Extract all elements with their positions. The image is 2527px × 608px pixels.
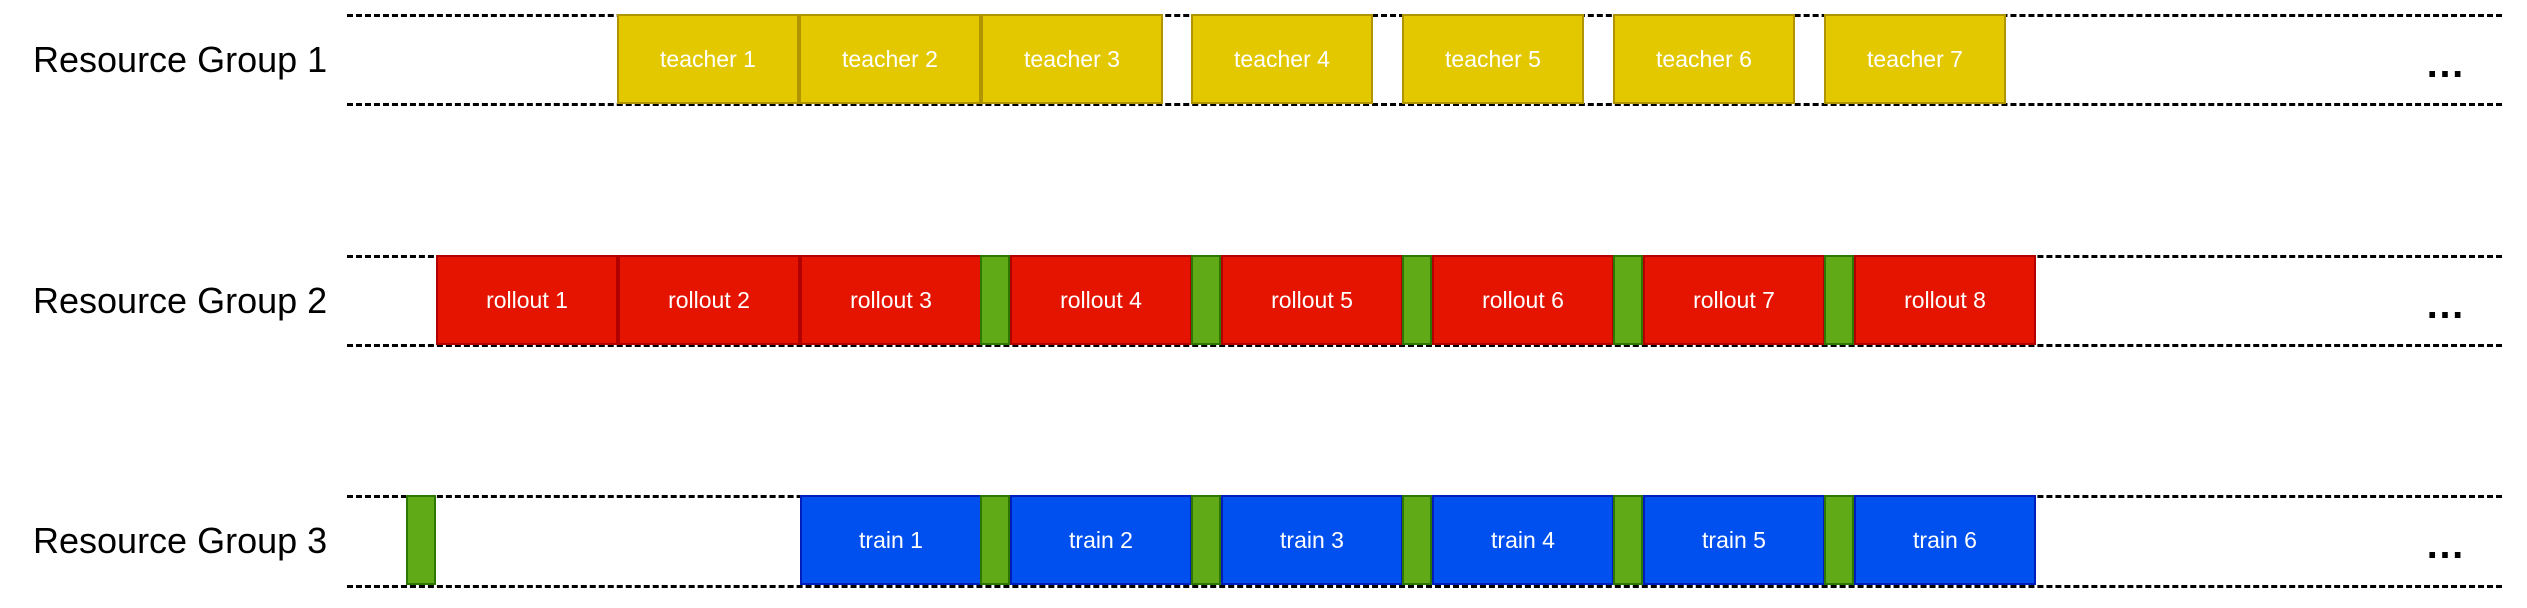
teacher-block: teacher 4	[1191, 14, 1373, 104]
train-block: train 2	[1010, 495, 1192, 585]
sync-marker	[1191, 495, 1221, 585]
rollout-block: rollout 2	[618, 255, 800, 345]
teacher-block: teacher 3	[981, 14, 1163, 104]
ellipsis-group-2: …	[2425, 283, 2467, 327]
sync-marker	[980, 255, 1010, 345]
rollout-block: rollout 7	[1643, 255, 1825, 345]
lane-3-bottom-line	[347, 585, 2502, 588]
teacher-block: teacher 2	[799, 14, 981, 104]
rollout-block: rollout 6	[1432, 255, 1614, 345]
train-block: train 6	[1854, 495, 2036, 585]
teacher-block: teacher 1	[617, 14, 799, 104]
sync-marker	[1402, 495, 1432, 585]
sync-marker	[406, 495, 436, 585]
train-block: train 5	[1643, 495, 1825, 585]
sync-marker	[1191, 255, 1221, 345]
train-block: train 3	[1221, 495, 1403, 585]
sync-marker	[1824, 495, 1854, 585]
sync-marker	[1613, 495, 1643, 585]
train-block: train 1	[800, 495, 982, 585]
sync-marker	[980, 495, 1010, 585]
sync-marker	[1824, 255, 1854, 345]
rollout-block: rollout 1	[436, 255, 618, 345]
rollout-block: rollout 5	[1221, 255, 1403, 345]
rollout-block: rollout 8	[1854, 255, 2036, 345]
ellipsis-group-1: …	[2425, 42, 2467, 86]
lane-1-bottom-line	[347, 103, 2502, 106]
resource-group-1-label: Resource Group 1	[33, 39, 328, 80]
resource-group-2-label: Resource Group 2	[33, 280, 328, 321]
rollout-block: rollout 3	[800, 255, 982, 345]
train-block: train 4	[1432, 495, 1614, 585]
teacher-block: teacher 6	[1613, 14, 1795, 104]
sync-marker	[1613, 255, 1643, 345]
ellipsis-group-3: …	[2425, 523, 2467, 567]
teacher-block: teacher 5	[1402, 14, 1584, 104]
lane-2-bottom-line	[347, 344, 2502, 347]
rollout-block: rollout 4	[1010, 255, 1192, 345]
teacher-block: teacher 7	[1824, 14, 2006, 104]
resource-group-3-label: Resource Group 3	[33, 520, 328, 561]
sync-marker	[1402, 255, 1432, 345]
